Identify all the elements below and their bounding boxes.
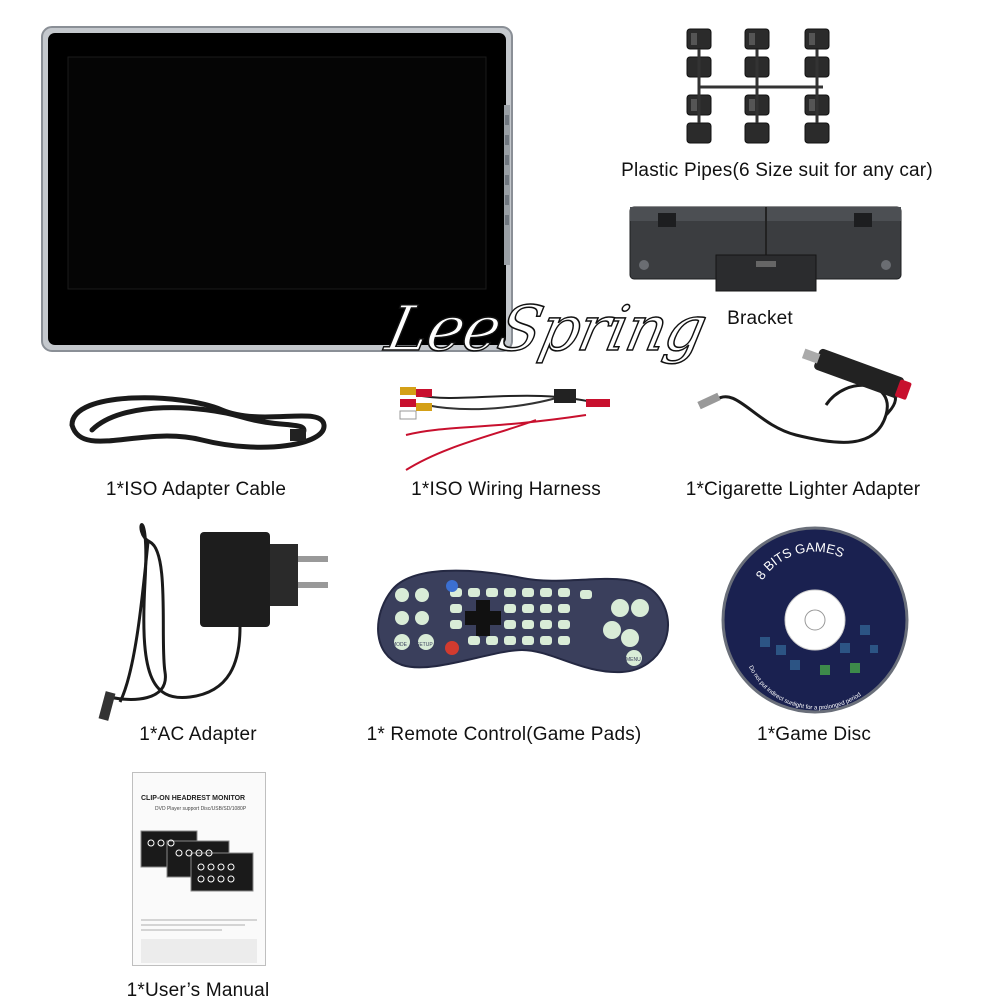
cigarette-lighter-adapter-image: [696, 345, 921, 460]
remote-menu-label: MENU: [626, 657, 641, 663]
bracket-image: [628, 203, 903, 293]
game-disc-image: 8 BITS GAMES Do not put indirect sunligh…: [720, 525, 910, 715]
brand-watermark: LeeSpring: [379, 291, 713, 366]
plastic-pipes-image: [683, 25, 853, 150]
remote-control-image: MODE SETUP MENU: [372, 560, 670, 680]
iso-wiring-harness-image: [386, 375, 626, 475]
remote-control-caption: 1* Remote Control(Game Pads): [366, 724, 642, 745]
iso-wiring-harness-caption: 1*ISO Wiring Harness: [411, 479, 601, 500]
ac-adapter-image: [90, 522, 340, 732]
iso-adapter-cable-image: [62, 385, 337, 460]
headrest-monitor-image: [40, 25, 516, 355]
bracket-caption: Bracket: [727, 308, 793, 329]
remote-mode-label: MODE: [392, 642, 408, 648]
plastic-pipes-caption: Plastic Pipes(6 Size suit for any car): [621, 160, 933, 181]
manual-title: CLIP-ON HEADREST MONITOR: [141, 795, 246, 802]
manual-subtitle: DVD Player support Disc/USB/SD/1080P: [155, 806, 247, 812]
users-manual-image: CLIP-ON HEADREST MONITOR DVD Player supp…: [132, 772, 266, 966]
users-manual-caption: 1*User’s Manual: [126, 980, 270, 1001]
game-disc-caption: 1*Game Disc: [756, 724, 872, 745]
cigarette-lighter-adapter-caption: 1*Cigarette Lighter Adapter: [685, 479, 921, 500]
ac-adapter-caption: 1*AC Adapter: [139, 724, 257, 745]
iso-adapter-cable-caption: 1*ISO Adapter Cable: [105, 479, 287, 500]
remote-setup-label: SETUP: [416, 642, 433, 648]
